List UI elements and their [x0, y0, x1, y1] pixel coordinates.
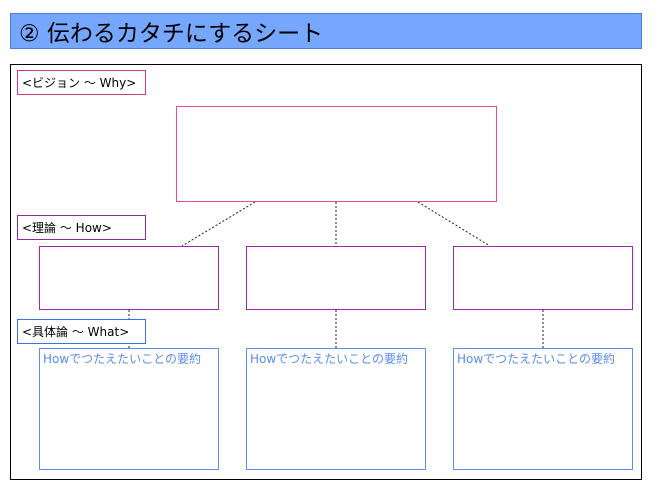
vision-label: <ビジョン 〜 Why>	[17, 70, 146, 95]
diagram-frame	[10, 64, 642, 480]
theory-box-right[interactable]	[453, 246, 633, 310]
concrete-box-right[interactable]: Howでつたえたいことの要約	[453, 348, 633, 470]
theory-box-center[interactable]	[246, 246, 426, 310]
concrete-box-left[interactable]: Howでつたえたいことの要約	[39, 348, 219, 470]
concrete-label: <具体論 〜 What>	[17, 319, 146, 344]
connector-vision-theory-left	[181, 201, 256, 247]
connector-vision-theory-right	[417, 201, 491, 247]
sheet-title: ② 伝わるカタチにするシート	[10, 13, 642, 49]
concrete-box-center[interactable]: Howでつたえたいことの要約	[246, 348, 426, 470]
theory-box-left[interactable]	[39, 246, 219, 310]
theory-label: <理論 〜 How>	[17, 215, 146, 240]
vision-box[interactable]	[176, 106, 497, 202]
